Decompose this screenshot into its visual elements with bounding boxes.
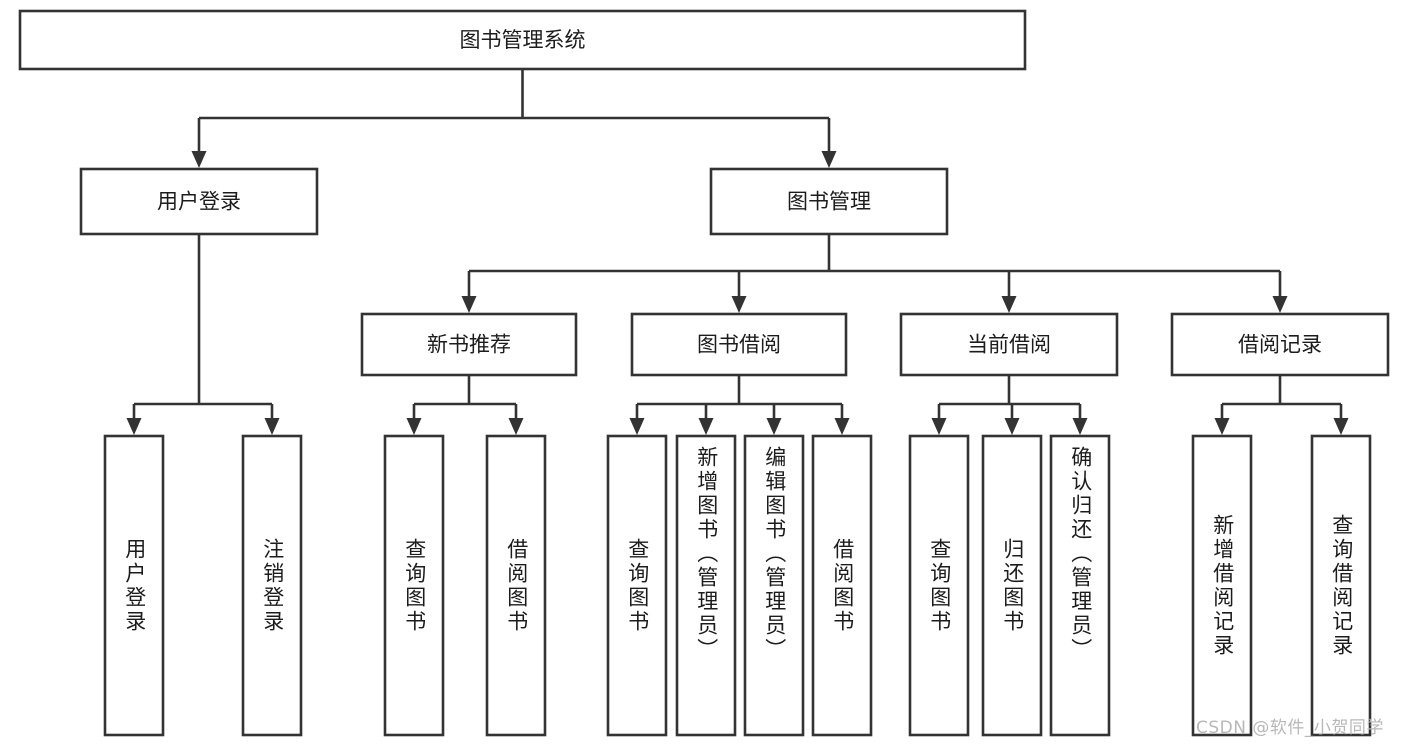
- node-box-leaf-add-record[interactable]: [1191, 434, 1253, 737]
- node-box-current-borrow[interactable]: [899, 312, 1119, 377]
- connectors-layer: [126, 69, 1349, 435]
- node-label-book-admin: 图书管理: [787, 190, 871, 214]
- node-label-user-login: 用户登录: [157, 190, 241, 214]
- node-box-leaf-query-book-borrow[interactable]: [606, 434, 668, 737]
- node-box-leaf-query-book-rec[interactable]: [383, 434, 445, 737]
- node-box-leaf-query-record[interactable]: [1310, 434, 1372, 737]
- node-box-leaf-borrow-book-rec[interactable]: [485, 434, 547, 737]
- connector-c-admin: [461, 234, 1288, 313]
- node-box-new-book-rec[interactable]: [360, 312, 578, 377]
- node-box-borrow-record[interactable]: [1170, 312, 1390, 377]
- node-box-leaf-confirm-return[interactable]: [1049, 434, 1111, 737]
- connector-c-borrow: [629, 375, 850, 435]
- node-box-root[interactable]: [18, 9, 1027, 71]
- node-box-leaf-user-login[interactable]: [103, 434, 165, 737]
- connector-c-record: [1214, 375, 1349, 435]
- node-boxes-layer: [18, 9, 1390, 737]
- node-box-leaf-edit-book[interactable]: [743, 434, 805, 737]
- node-box-book-admin[interactable]: [709, 167, 949, 236]
- node-box-leaf-add-book[interactable]: [675, 434, 737, 737]
- node-box-book-borrow[interactable]: [630, 312, 848, 377]
- node-box-leaf-borrow-book[interactable]: [811, 434, 873, 737]
- connector-c-root: [191, 69, 837, 168]
- node-label-root: 图书管理系统: [460, 28, 586, 52]
- connector-c-newbook: [406, 375, 524, 435]
- node-box-leaf-logout[interactable]: [241, 434, 303, 737]
- connector-c-login: [126, 234, 280, 435]
- node-label-borrow-record: 借阅记录: [1238, 333, 1322, 357]
- connector-c-current: [931, 375, 1088, 435]
- node-box-leaf-query-book-cur[interactable]: [908, 434, 970, 737]
- node-box-user-login[interactable]: [79, 167, 319, 236]
- node-box-leaf-return-book[interactable]: [981, 434, 1043, 737]
- node-label-book-borrow: 图书借阅: [697, 333, 781, 357]
- node-label-current-borrow: 当前借阅: [967, 333, 1051, 357]
- node-label-new-book-rec: 新书推荐: [427, 333, 511, 357]
